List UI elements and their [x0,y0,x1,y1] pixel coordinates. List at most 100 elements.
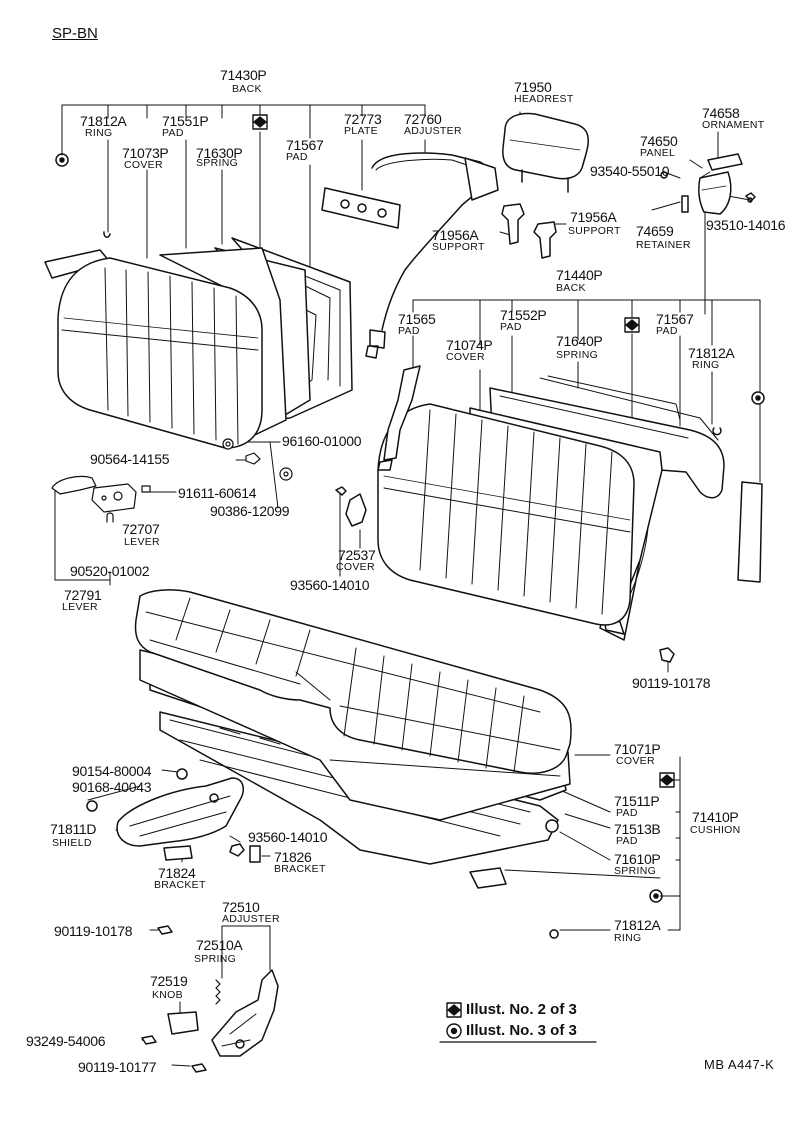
label-71610P: 71610P [614,851,661,867]
label-71567-left-name: PAD [286,151,308,163]
label-93560-14010-b: 93560-14010 [248,829,328,845]
label-71440P: 71440P [556,267,603,283]
label-71811D: 71811D [50,821,97,837]
label-74659: 74659 [636,223,674,239]
label-93510-14016: 93510-14016 [706,217,786,233]
rear-seat-cushion [134,589,663,939]
label-71074P-name: COVER [446,351,485,363]
label-71610P-name: SPRING [614,865,657,877]
label-71511P: 71511P [614,793,660,809]
label-71956A-right-name: SUPPORT [568,225,621,237]
label-71812A-right-name: RING [692,359,720,371]
label-71551P: 71551P [162,113,209,129]
label-72519: 72519 [150,973,188,989]
label-71513B-name: PAD [616,835,638,847]
label-71073P: 71073P [122,145,169,161]
label-71826-name: BRACKET [274,863,326,875]
label-71552P-name: PAD [500,321,522,333]
rear-seatback-right [335,365,765,663]
label-72519-name: KNOB [152,989,183,1001]
label-71565-name: PAD [398,325,420,337]
label-71567-right-name: PAD [656,325,678,337]
legend-icons [439,1002,597,1043]
label-71430P: 71430P [220,67,267,83]
label-71640P: 71640P [556,333,603,349]
label-72773: 72773 [344,111,382,127]
label-93540-55010: 93540-55010 [590,163,670,179]
label-71567-right: 71567 [656,311,694,327]
label-74658-name: ORNAMENT [702,119,765,131]
label-72510-name: ADJUSTER [222,913,280,925]
label-71567-left: 71567 [286,137,324,153]
headrest-assembly [501,112,756,259]
label-90168-40043: 90168-40043 [72,779,152,795]
label-71824-name: BRACKET [154,879,206,891]
label-93560-14010-a: 93560-14010 [290,577,370,593]
label-71074P: 71074P [446,337,493,353]
label-90119-10178-a: 90119-10178 [632,675,711,691]
label-71513B: 71513B [614,821,661,837]
label-72537: 72537 [338,547,376,563]
label-71511P-name: PAD [616,807,638,819]
label-96160-01000: 96160-01000 [282,433,362,449]
label-90386-12099: 90386-12099 [210,503,290,519]
label-71410P: 71410P [692,809,739,825]
label-71812A-bottom-name: RING [614,932,642,944]
label-71812A-left-name: RING [85,127,113,139]
diamond-marker-icon [252,114,675,788]
label-71812A-left: 71812A [80,113,127,129]
label-72537-name: COVER [336,561,375,573]
label-72510A-name: SPRING [194,953,237,965]
label-71824: 71824 [158,865,196,881]
label-71430P-name: BACK [232,83,262,95]
rear-seatback-left [44,152,499,449]
label-90119-10177: 90119-10177 [78,1059,157,1075]
label-72760-name: ADJUSTER [404,125,462,137]
hardware-left-back [51,438,293,523]
label-71071P-name: COVER [616,755,655,767]
label-90564-14155: 90564-14155 [90,451,170,467]
label-71826: 71826 [274,849,312,865]
label-72760: 72760 [404,111,442,127]
diagram-title: SP-BN [52,25,98,42]
label-71956A-left: 71956A [432,227,479,243]
label-72773-name: PLATE [344,125,378,137]
label-71812A-bottom: 71812A [614,917,661,933]
label-71950: 71950 [514,79,552,95]
label-90520-01002: 90520-01002 [70,563,150,579]
label-71950-name: HEADREST [514,93,574,105]
legend-illust-3-of-3: Illust. No. 3 of 3 [466,1022,577,1039]
label-74659-name: RETAINER [636,239,691,251]
label-93249-54006: 93249-54006 [26,1033,106,1049]
legend-illust-2-of-3: Illust. No. 2 of 3 [466,1001,577,1018]
label-71071P: 71071P [614,741,661,757]
label-71073P-name: COVER [124,159,163,171]
label-71811D-name: SHIELD [52,837,92,849]
label-72791: 72791 [64,587,102,603]
diagram-code: MB A447-K [704,1057,775,1072]
label-71552P: 71552P [500,307,547,323]
label-71551P-name: PAD [162,127,184,139]
label-74650-name: PANEL [640,147,676,159]
label-72510: 72510 [222,899,260,915]
label-71630P-name: SPRING [196,157,239,169]
label-90154-80004: 90154-80004 [72,763,152,779]
label-71565: 71565 [398,311,436,327]
label-90119-10178-b: 90119-10178 [54,923,133,939]
label-71812A-right: 71812A [688,345,735,361]
label-71410P-name: CUSHION [690,824,741,836]
label-71630P: 71630P [196,145,243,161]
label-74658: 74658 [702,105,740,121]
label-71440P-name: BACK [556,282,586,294]
label-72510A: 72510A [196,937,243,953]
lower-hardware [86,768,279,1073]
label-72707-name: LEVER [124,536,160,548]
label-91611-60614: 91611-60614 [178,485,257,501]
label-71956A-left-name: SUPPORT [432,241,485,253]
label-71956A-right: 71956A [570,209,617,225]
label-71640P-name: SPRING [556,349,599,361]
label-74650: 74650 [640,133,678,149]
label-72791-name: LEVER [62,601,98,613]
